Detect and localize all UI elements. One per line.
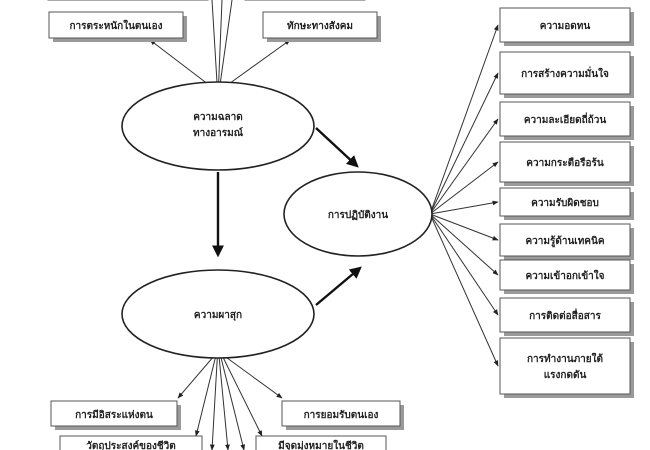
box-partial-right: มีจุดมุ่งหมายในชีวิต xyxy=(255,435,387,450)
box-self-acceptance: การยอมรับตนเอง xyxy=(281,400,404,430)
ei-indicator-line xyxy=(211,0,218,85)
path-happiness-to-performance xyxy=(315,266,362,306)
performance-indicator-line xyxy=(429,118,499,215)
performance-indicator-label: แรงกดดัน xyxy=(544,369,587,381)
happiness-indicator-line xyxy=(224,355,283,399)
performance-indicator-label: ความกระตือรือร้น xyxy=(526,157,604,169)
node-ei-line1: ความฉลาด xyxy=(193,112,243,123)
performance-indicator-line xyxy=(429,161,499,215)
performance-indicator-box: ความอดทน xyxy=(499,7,634,46)
ei-indicator-line xyxy=(149,39,209,85)
performance-indicator-line xyxy=(429,72,499,215)
performance-indicator-label: ความละเอียดถี่ถ้วน xyxy=(524,112,607,126)
performance-indicator-box: ความละเอียดถี่ถ้วน xyxy=(499,101,634,140)
happiness-indicator-line xyxy=(177,355,215,399)
ei-indicator-line xyxy=(218,0,223,85)
ei-indicator-line xyxy=(219,0,233,85)
performance-indicator-box: การทำงานภายใต้แรงกดดัน xyxy=(499,337,634,398)
performance-indicator-label: การทำงานภายใต้ xyxy=(527,352,603,365)
box-partial-right-label: มีจุดมุ่งหมายในชีวิต xyxy=(278,439,364,450)
performance-indicator-label: การสร้างความมั่นใจ xyxy=(521,66,609,80)
performance-indicator-label: ความเข้าอกเข้าใจ xyxy=(525,269,604,282)
node-performance-label: การปฏิบัติงาน xyxy=(328,209,388,221)
performance-indicator-line xyxy=(429,213,499,241)
box-self-worth-label: การมีอิสระแห่งตน xyxy=(75,409,153,421)
path-ei-to-performance xyxy=(315,127,359,168)
happiness-indicator-line xyxy=(221,355,263,437)
happiness-indicator-line xyxy=(209,355,218,450)
performance-indicator-label: ความอดทน xyxy=(540,21,591,32)
node-ei-line2: ทางอารมณ์ xyxy=(193,127,244,139)
performance-indicator-box: การสร้างความมั่นใจ xyxy=(499,51,634,98)
performance-indicator-label: ความรู้ด้านเทคนิค xyxy=(525,235,604,248)
performance-indicator-box: การติดต่อสื่อสาร xyxy=(499,297,634,336)
box-self-acceptance-label: การยอมรับตนเอง xyxy=(304,409,379,421)
performance-indicator-line xyxy=(429,213,499,316)
performance-indicator-label: การติดต่อสื่อสาร xyxy=(529,308,601,322)
box-self-worth: การมีอิสระแห่งตน xyxy=(50,400,181,430)
performance-indicator-label: ความรับผิดชอบ xyxy=(531,197,599,209)
box-social-skills: ทักษะทางสังคม xyxy=(262,11,381,42)
performance-indicator-box: ความกระตือรือร้น xyxy=(499,141,634,186)
box-self-awareness: การตระหนักในตนเอง xyxy=(48,11,187,42)
structural-paths xyxy=(212,127,362,306)
happiness-indicator-line xyxy=(218,355,230,450)
performance-indicator-line xyxy=(429,24,499,215)
performance-indicator-box: ความรับผิดชอบ xyxy=(499,187,634,220)
performance-indicator-lines xyxy=(429,24,499,367)
performance-indicator-box: ความรู้ด้านเทคนิค xyxy=(499,223,634,260)
box-self-awareness-label: การตระหนักในตนเอง xyxy=(69,19,162,32)
happiness-indicator-line xyxy=(194,355,217,437)
ei-indicator-lines xyxy=(149,0,291,85)
performance-indicator-line xyxy=(429,213,499,276)
node-happiness-label: ความผาสุก xyxy=(194,310,242,321)
box-partial-left: วัตถุประสงค์ของชีวิต xyxy=(59,435,203,450)
node-emotional-intelligence: ความฉลาด ทางอารมณ์ xyxy=(121,81,315,171)
node-happiness: ความผาสุก xyxy=(121,269,315,359)
performance-indicator-line xyxy=(429,213,499,367)
performance-indicators: ความอดทนการสร้างความมั่นใจความละเอียดถี่… xyxy=(499,7,634,398)
box-partial-left-label: วัตถุประสงค์ของชีวิต xyxy=(86,440,176,450)
ei-indicator-line xyxy=(228,39,291,85)
performance-indicator-line xyxy=(429,200,499,215)
performance-indicator-box: ความเข้าอกเข้าใจ xyxy=(499,259,634,294)
happiness-indicator-line xyxy=(220,355,246,450)
happiness-indicator-lines xyxy=(177,355,283,450)
box-social-skills-label: ทักษะทางสังคม xyxy=(287,20,353,32)
node-performance: การปฏิบัติงาน xyxy=(283,171,433,257)
